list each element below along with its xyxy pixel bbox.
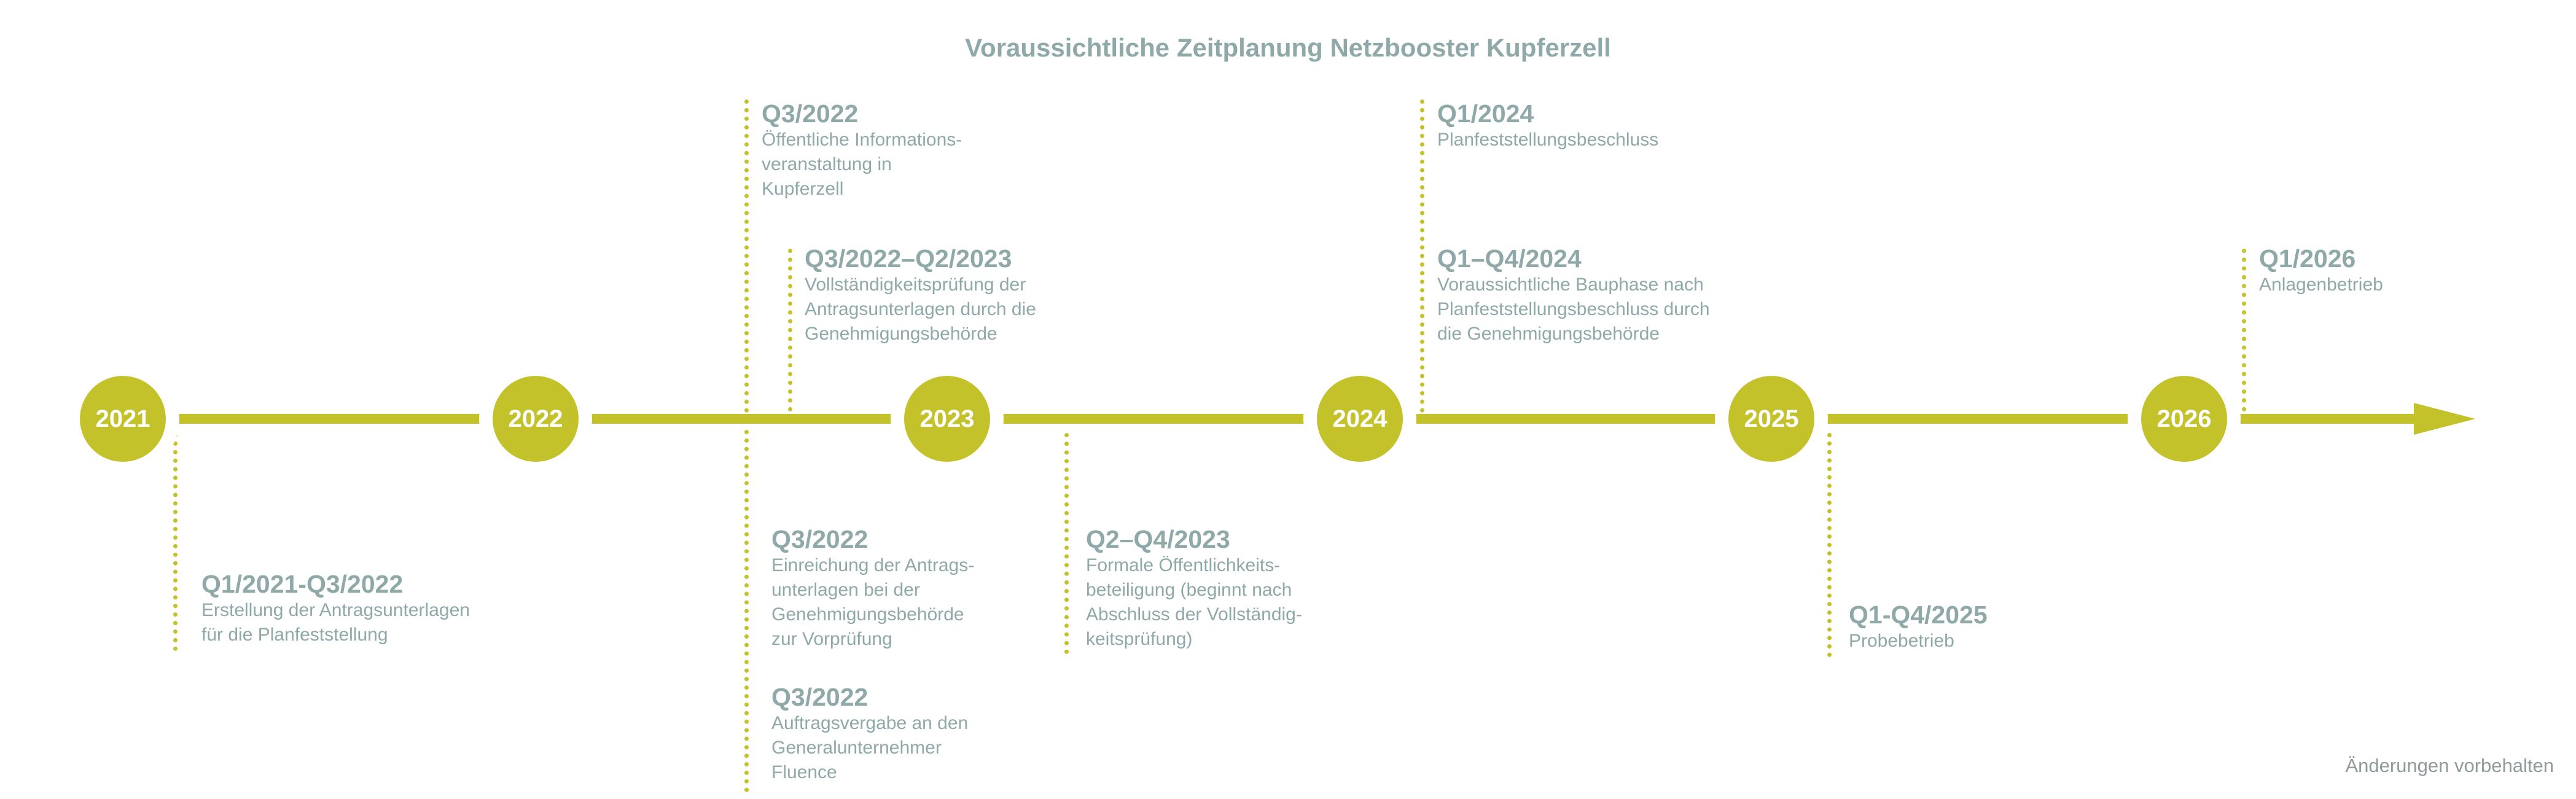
- milestone-title: Q1/2024: [1437, 99, 1534, 128]
- connector-q2-q4-2023: [1064, 433, 1069, 654]
- milestone-q1-q4-2024: Q1–Q4/2024 Voraussichtliche Bauphase nac…: [1437, 244, 1830, 346]
- timeline-axis: [123, 414, 2426, 424]
- year-node-2026: 2026: [2141, 376, 2227, 462]
- milestone-q3-2022-auftragsvergabe: Q3/2022 Auftragsvergabe an den Generalun…: [771, 683, 1115, 785]
- milestone-q3-2022-einreichung: Q3/2022 Einreichung der Antrags- unterla…: [771, 525, 1115, 652]
- milestone-desc: Auftragsvergabe an den Generalunternehme…: [771, 713, 969, 782]
- milestone-desc: Einreichung der Antrags- unterlagen bei …: [771, 555, 975, 649]
- milestone-title: Q1/2021-Q3/2022: [201, 570, 404, 598]
- connector-q1-2026: [2242, 249, 2246, 411]
- milestone-desc: Vollständigkeitsprüfung der Antragsunter…: [805, 275, 1036, 344]
- connector-q3-2022-bottom: [744, 430, 749, 792]
- year-node-2023: 2023: [904, 376, 990, 462]
- milestone-title: Q1–Q4/2024: [1437, 244, 1582, 273]
- milestone-title: Q3/2022: [771, 683, 868, 711]
- year-node-2024: 2024: [1317, 376, 1403, 462]
- connector-q3-2022-q2-2023: [788, 249, 792, 411]
- milestone-q3-2022-informationsveranstaltung: Q3/2022 Öffentliche Informations- verans…: [762, 99, 1106, 201]
- disclaimer-note: Änderungen vorbehalten: [2345, 755, 2554, 776]
- connector-q1-2021: [173, 433, 178, 651]
- milestone-desc: Voraussichtliche Bauphase nach Planfests…: [1437, 275, 1710, 344]
- milestone-q3-2022-q2-2023: Q3/2022–Q2/2023 Vollständigkeitsprüfung …: [805, 244, 1185, 346]
- milestone-q2-q4-2023: Q2–Q4/2023 Formale Öffentlichkeits- bete…: [1086, 525, 1430, 652]
- connector-q1-2024: [1420, 99, 1424, 413]
- milestone-q1-2026: Q1/2026 Anlagenbetrieb: [2259, 244, 2576, 297]
- milestone-title: Q3/2022–Q2/2023: [805, 244, 1012, 273]
- milestone-desc: Planfeststellungsbeschluss: [1437, 130, 1659, 150]
- milestone-q1-2024: Q1/2024 Planfeststellungsbeschluss: [1437, 99, 1781, 152]
- milestone-q1-q4-2025: Q1-Q4/2025 Probebetrieb: [1849, 601, 2193, 653]
- milestone-desc: Formale Öffentlichkeits- beteiligung (be…: [1086, 555, 1302, 649]
- connector-q3-2022-top: [744, 99, 749, 413]
- year-node-2022: 2022: [493, 376, 579, 462]
- milestone-desc: Öffentliche Informations- veranstaltung …: [762, 130, 962, 199]
- timeline-arrow-head: [2414, 403, 2475, 435]
- milestone-title: Q1-Q4/2025: [1849, 601, 1988, 629]
- milestone-title: Q3/2022: [771, 525, 868, 553]
- milestone-desc: Anlagenbetrieb: [2259, 275, 2383, 295]
- milestone-title: Q3/2022: [762, 99, 859, 128]
- milestone-desc: Probebetrieb: [1849, 631, 1954, 651]
- connector-q1-q4-2025: [1827, 433, 1832, 657]
- milestone-title: Q1/2026: [2259, 244, 2356, 273]
- milestone-desc: Erstellung der Antragsunterlagen für die…: [201, 600, 470, 645]
- year-node-2025: 2025: [1728, 376, 1814, 462]
- milestone-title: Q2–Q4/2023: [1086, 525, 1230, 553]
- year-node-2021: 2021: [80, 376, 166, 462]
- page-title: Voraussichtliche Zeitplanung Netzbooster…: [965, 33, 1611, 62]
- milestone-q1-2021-q3-2022: Q1/2021-Q3/2022 Erstellung der Antragsun…: [201, 570, 582, 647]
